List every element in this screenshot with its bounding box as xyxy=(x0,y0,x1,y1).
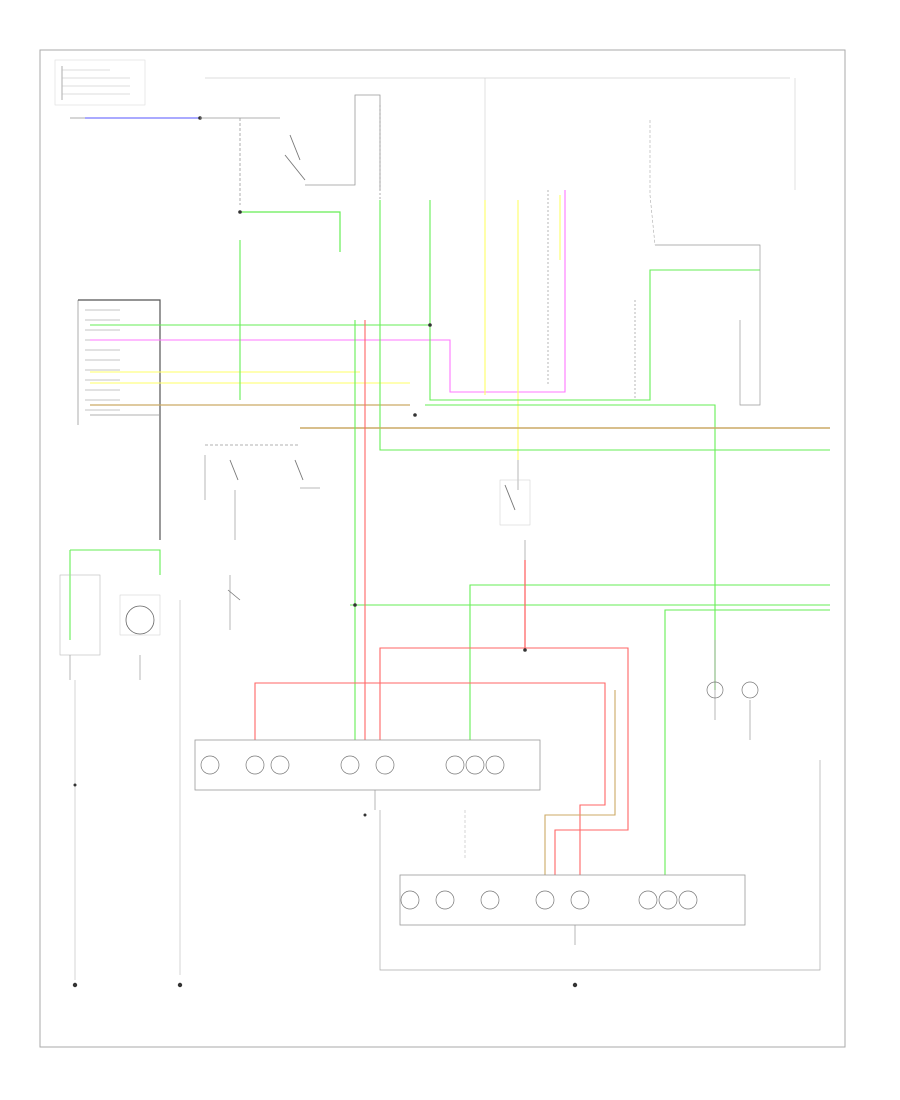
diagram-border xyxy=(39,49,846,1048)
fuse-relay-box-top-left xyxy=(54,59,146,106)
brake-switch xyxy=(204,444,320,540)
ground-icon xyxy=(72,783,578,988)
bulb-icon xyxy=(706,681,759,699)
light-control-unit xyxy=(77,299,161,540)
switch-icon xyxy=(284,134,306,181)
license-plate-light xyxy=(59,549,161,680)
wire-tan-lower xyxy=(544,690,616,875)
wire-green-8 xyxy=(469,584,830,740)
high-mount-stop-light xyxy=(227,575,241,630)
wire-red-2 xyxy=(254,682,606,875)
left-rear-combination-light xyxy=(194,739,541,810)
right-rear-combination-light xyxy=(399,874,746,945)
side-marker-light xyxy=(706,640,759,740)
wire-red-3 xyxy=(379,647,629,875)
switch-icon xyxy=(499,479,531,526)
fuse-box-icon xyxy=(54,59,146,106)
wire-pink xyxy=(90,190,566,393)
wire-green-4 xyxy=(425,404,716,690)
wire-green-9 xyxy=(664,609,830,875)
switch-icon xyxy=(204,455,320,500)
bulb-icon xyxy=(119,594,161,636)
bulb-icon xyxy=(227,589,241,601)
lamp-assembly-icon xyxy=(200,755,505,775)
wire-green-3 xyxy=(379,200,830,451)
wire-green-branch xyxy=(240,211,341,252)
wire-green-2 xyxy=(429,200,760,401)
headlight-switch xyxy=(200,94,381,205)
ground-points xyxy=(72,783,578,988)
lamp-assembly-icon xyxy=(400,890,698,910)
